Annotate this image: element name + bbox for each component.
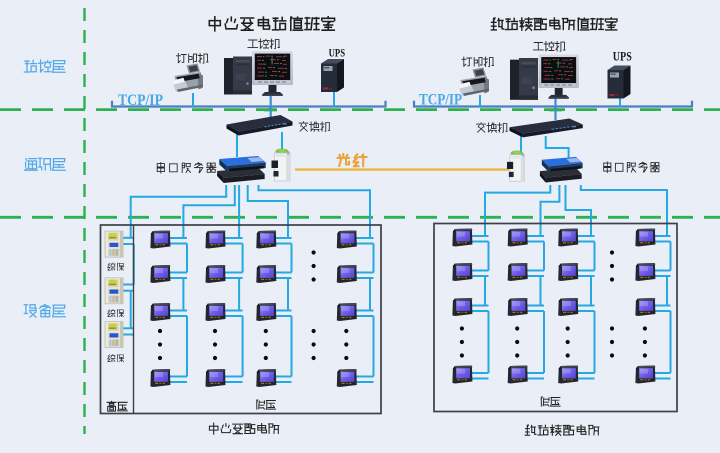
svg-text:UPS: UPS	[613, 50, 632, 64]
svg-text:UPS: UPS	[329, 46, 346, 60]
svg-text:TCP/IP: TCP/IP	[419, 92, 462, 109]
svg-text:TCP/IP: TCP/IP	[118, 92, 163, 109]
